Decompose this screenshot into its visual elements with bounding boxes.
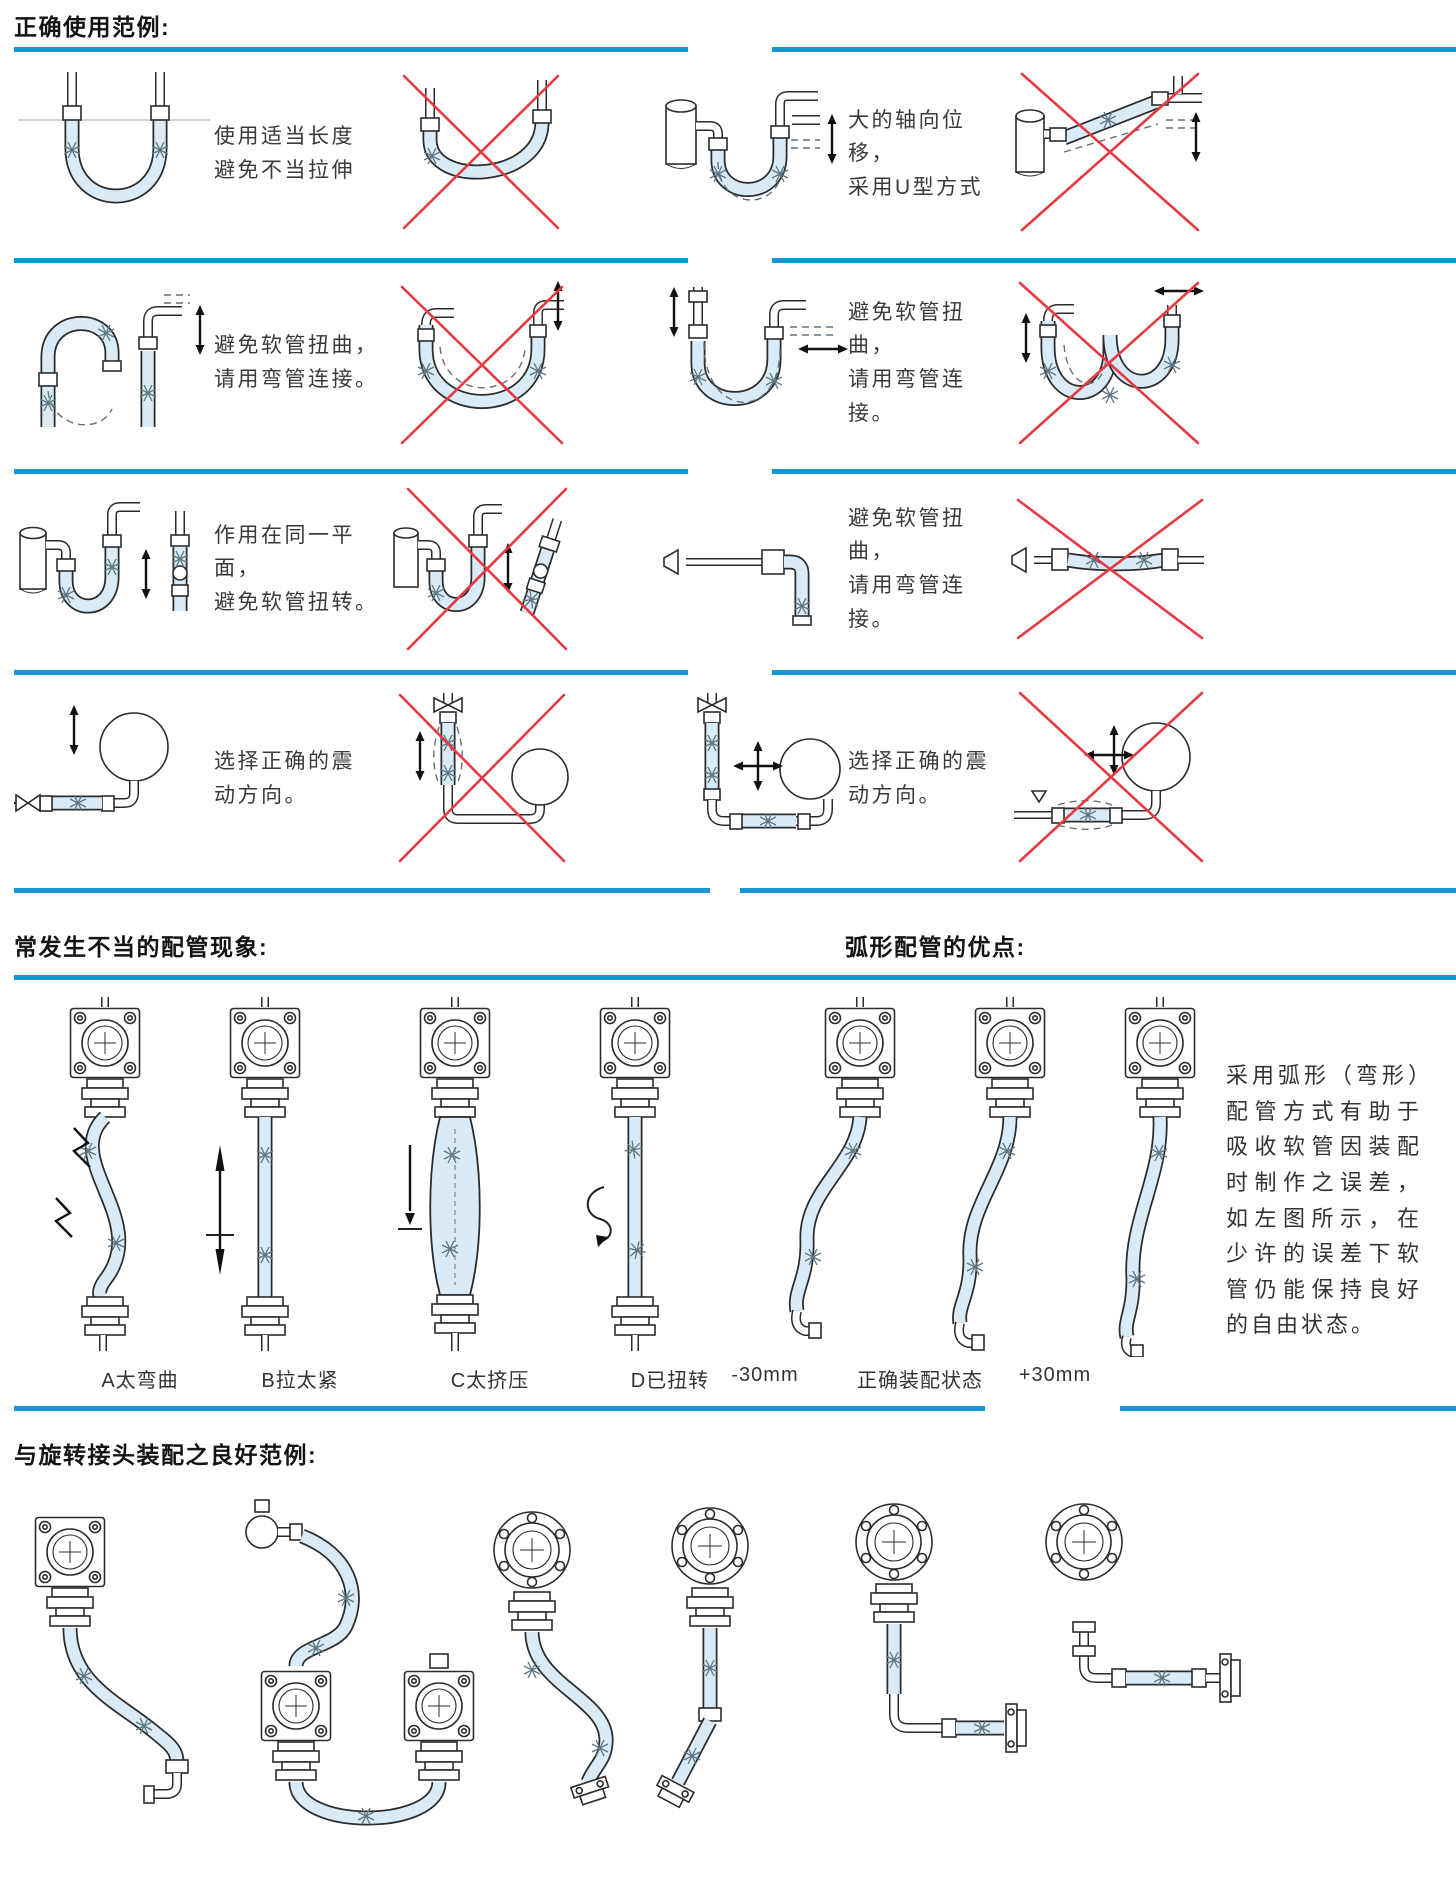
swivel-example-4 — [655, 1507, 749, 1809]
separator-line — [845, 975, 1456, 980]
arc-hose-correct-diagram — [952, 997, 1046, 1351]
separator-line — [740, 888, 1456, 893]
example-caption: 避免软管扭曲， 请用弯管连接。 — [848, 300, 966, 425]
example-row: 避免软管扭曲， 请用弯管连接。 — [658, 474, 1210, 664]
straight-l-wrong-diagram — [1011, 498, 1204, 640]
hose-twisted-diagram — [586, 997, 671, 1351]
stress-bolt-icon — [54, 1197, 73, 1238]
section-title-improper-piping: 常发生不当的配管现象: — [14, 934, 269, 960]
example-row: 避免软管扭曲， 请用弯管连接。 — [658, 263, 1210, 463]
label-correct-assembly: 正确装配状态 — [857, 1370, 983, 1392]
example-caption: 作用在同一平面， 避免软管扭转。 — [214, 523, 379, 614]
pump-circle — [99, 712, 169, 782]
u-hose-elbow-correct-diagram — [668, 285, 848, 406]
example-caption: 使用适当长度 避免不当拉伸 — [214, 125, 355, 182]
same-plane-correct-diagram — [19, 502, 190, 614]
example-caption: 避免软管扭曲， 请用弯管连接。 — [214, 334, 379, 391]
vibration2-wrong-diagram — [1014, 691, 1204, 863]
separator-line — [14, 1406, 985, 1411]
separator-line — [14, 888, 710, 893]
separator-line — [772, 469, 1456, 474]
twist-arrow-icon — [586, 1186, 612, 1242]
arc-hose-minus30-diagram — [788, 997, 896, 1339]
pump-circle — [511, 748, 569, 806]
example-caption: 大的轴向位移， 采用U型方式 — [848, 108, 984, 199]
separator-line — [14, 258, 688, 263]
label-too-compressed: C太挤压 — [450, 1370, 530, 1392]
example-row: 大的轴向位移， 采用U型方式 — [658, 54, 1210, 254]
elbow-l-correct-diagram — [663, 548, 812, 626]
separator-line — [14, 47, 688, 52]
example-caption: 选择正确的震 动方向。 — [214, 750, 355, 807]
end-flange — [569, 1775, 610, 1806]
down-arrow-icon — [405, 1213, 415, 1225]
label-too-tight: B拉太紧 — [261, 1370, 339, 1392]
separator-line — [14, 670, 688, 675]
section-title-arc-piping: 弧形配管的优点: — [845, 934, 1026, 960]
twisted-hook-wrong-diagram — [400, 279, 564, 445]
hose-too-tight-diagram — [206, 997, 301, 1351]
separator-line — [14, 975, 985, 980]
hose-too-bent-diagram — [54, 997, 141, 1351]
example-row: 选择正确的震 动方向。 — [658, 675, 1210, 883]
stress-bolt-icon — [72, 1127, 91, 1168]
section-title-swivel-examples: 与旋转接头装配之良好范例: — [14, 1442, 318, 1468]
arc-hose-plus30-diagram — [1118, 997, 1196, 1357]
u-hose-correct-diagram — [18, 72, 210, 204]
separator-line — [1120, 1406, 1456, 1411]
example-row: 作用在同一平面， 避免软管扭转。 — [14, 474, 572, 664]
example-row: 选择正确的震 动方向。 — [14, 675, 572, 883]
example-row: 避免软管扭曲， 请用弯管连接。 — [14, 263, 572, 463]
swivel-assembly-examples-diagram — [34, 1499, 1241, 1826]
arc-piping-paragraph: 采用弧形（弯形）配管方式有助于吸收软管因装配时制作之误差，如左图所示，在少许的误… — [1226, 1063, 1422, 1338]
end-flange — [655, 1774, 695, 1809]
axial-u-hose-correct-diagram — [665, 91, 838, 201]
separator-line — [14, 469, 688, 474]
u-hose-stretched-wrong-diagram — [402, 74, 560, 230]
swivel-example-3 — [493, 1511, 614, 1806]
axial-straight-hose-wrong-diagram — [1015, 72, 1202, 232]
pump-circle — [779, 738, 841, 800]
hose-too-compressed-diagram — [398, 997, 491, 1351]
swivel-example-1 — [34, 1516, 189, 1804]
vibration2-correct-diagram — [697, 693, 841, 830]
example-caption: 避免软管扭曲， 请用弯管连接。 — [848, 506, 966, 631]
swivel-example-2 — [245, 1499, 475, 1826]
label-plus-30mm: +30mm — [1018, 1364, 1092, 1386]
section-title-correct-usage: 正确使用范例: — [14, 14, 171, 40]
example-caption: 选择正确的震 动方向。 — [848, 750, 989, 807]
vibration-correct-diagram — [14, 703, 169, 812]
label-too-bent: A太弯曲 — [101, 1370, 179, 1392]
label-minus-30mm: -30mm — [731, 1364, 799, 1386]
swivel-example-6 — [1045, 1503, 1241, 1703]
separator-line — [772, 47, 1456, 52]
separator-line — [772, 258, 1456, 263]
label-twisted: D已扭转 — [630, 1370, 710, 1392]
hook-elbow-correct-diagram — [38, 294, 206, 427]
vibration-wrong-diagram — [398, 693, 569, 863]
twisted-plane-wrong-diagram — [393, 487, 568, 651]
example-row: 使用适当长度 避免不当拉伸 — [14, 54, 572, 254]
swivel-example-5 — [855, 1503, 1027, 1753]
looped-hose-wrong-diagram — [1018, 281, 1206, 445]
separator-line — [772, 670, 1456, 675]
